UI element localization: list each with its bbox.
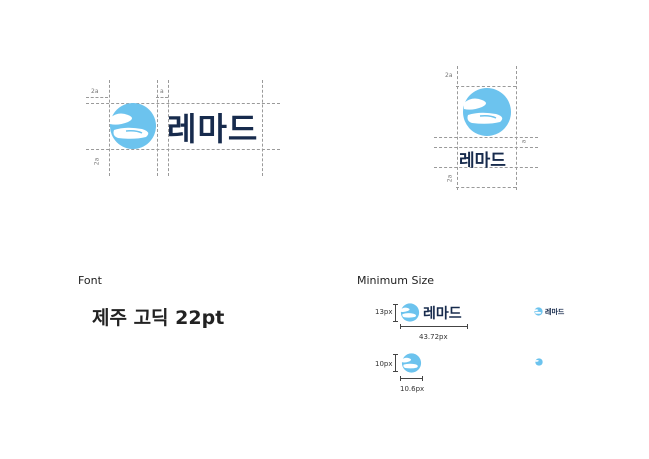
height-dimension-cap [393,354,398,355]
logo-wordmark: 레마드 [167,110,259,148]
guide-line [86,103,280,104]
width-dimension-cap [400,324,401,329]
tiny-logo-symbol-icon [534,307,543,316]
guide-label-2a: 2a [91,88,99,95]
height-dimension-line [395,304,396,322]
guide-label-2a-top: 2a [445,72,453,79]
symbol-height-label: 10px [375,360,393,368]
logo-width-label: 43.72px [419,333,448,341]
guide-label-2a-vertical: 2a [93,157,101,166]
width-dimension-line [400,326,468,327]
small-logo-symbol-icon [400,303,420,322]
guide-line [434,167,538,168]
guide-line [86,97,108,98]
tiny-symbol-icon [535,358,543,366]
height-dimension-cap [393,321,398,322]
stacked-logo-symbol-icon [463,88,511,136]
guide-label-2a-bottom: 2a [446,174,454,183]
guide-label-a: a [160,88,164,95]
tiny-logo-wordmark: 레마드 [545,308,565,316]
guide-line [456,187,516,188]
symbol-width-label: 10.6px [400,385,425,393]
guide-line [434,137,538,138]
width-dimension-cap [422,376,423,381]
width-dimension-cap [400,376,401,381]
logo-symbol-icon [110,103,156,149]
guide-line [156,97,168,98]
font-heading: Font [78,274,102,287]
guide-line [457,66,458,190]
font-sample-text: 제주 고딕 22pt [92,307,225,329]
guide-line [456,86,516,87]
guide-line [157,80,158,176]
guide-line [262,80,263,176]
logo-height-label: 13px [375,308,393,316]
symbol-only-icon [401,353,422,373]
width-dimension-cap [467,324,468,329]
stacked-logo-wordmark: 레마드 [459,151,506,171]
height-dimension-line [395,354,396,372]
guide-line [86,149,280,150]
minimum-size-heading: Minimum Size [357,274,435,287]
guide-line [109,80,110,176]
guide-label-a-right: a [520,139,528,144]
small-logo-wordmark: 레마드 [423,306,462,322]
guide-line [516,66,517,190]
guide-line [168,80,169,176]
height-dimension-cap [393,304,398,305]
height-dimension-cap [393,371,398,372]
guide-line [434,147,538,148]
width-dimension-line [400,378,423,379]
